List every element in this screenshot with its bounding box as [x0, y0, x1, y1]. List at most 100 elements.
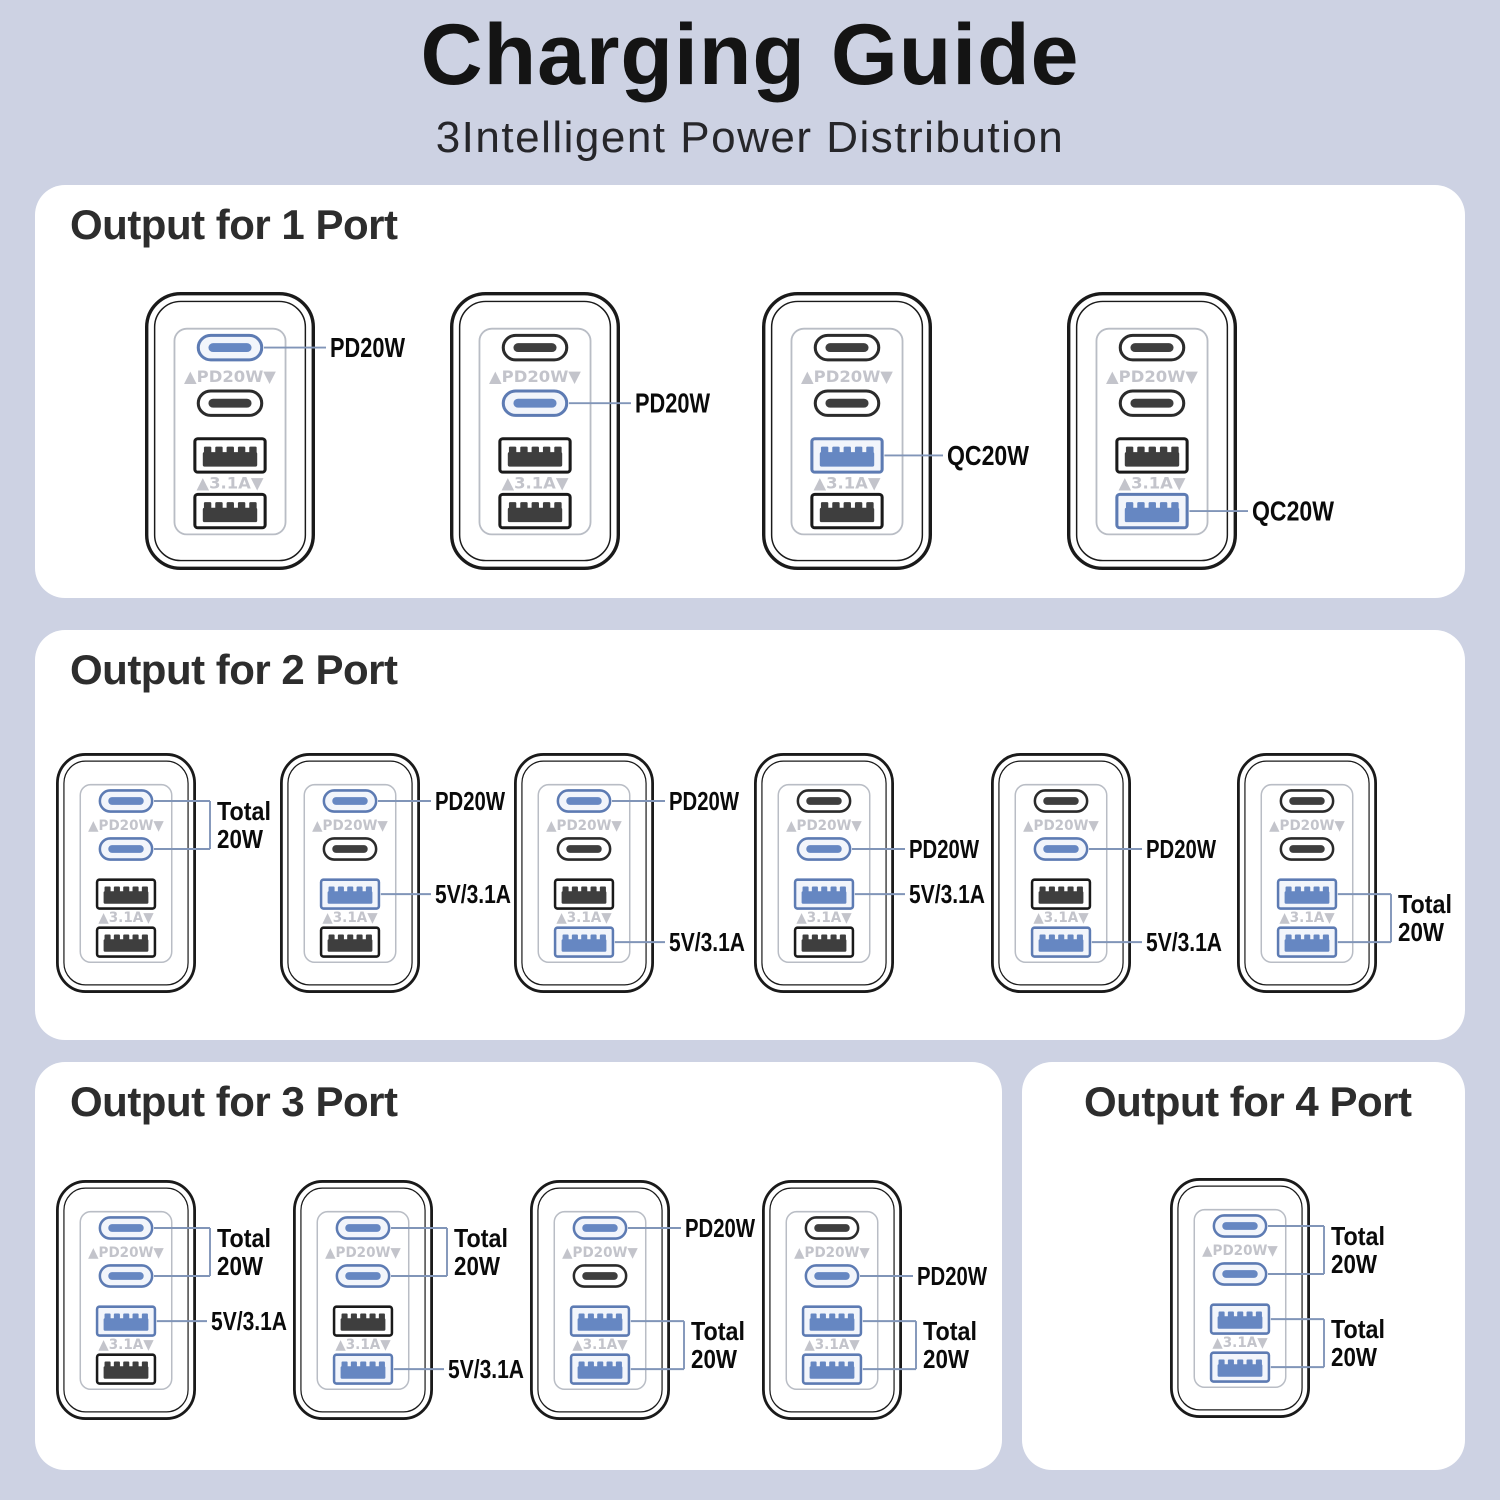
usba-group-label: ▲3.1A▼	[98, 910, 154, 926]
usb-a-port-1-pin	[866, 446, 874, 454]
usb-a-port-2-pin	[141, 1361, 148, 1368]
usb-a-port-2-pin	[123, 934, 130, 941]
charger-inner-outline	[521, 760, 647, 986]
usb-a-port-1-pin	[520, 446, 528, 454]
usb-a-port-1-pin	[819, 1313, 826, 1320]
charger: ▲PD20W▼▲3.1A▼	[762, 1180, 903, 1421]
charger-inner-outline	[998, 760, 1124, 986]
charger: ▲PD20W▼▲3.1A▼	[514, 753, 655, 994]
usb-a-port-1-pin	[1171, 446, 1179, 454]
usbc-group-label: ▲PD20W▼	[562, 1245, 638, 1261]
usb-a-port-2-pin	[104, 1361, 111, 1368]
usb-a-port-1-pin	[1039, 886, 1046, 893]
usb-a-port-1-pin	[531, 446, 539, 454]
usb-c-port-1-pin	[806, 797, 842, 805]
usba-group-label: ▲3.1A▼	[1118, 474, 1186, 493]
charger: ▲PD20W▼ ▲3.1A▼	[530, 1180, 671, 1421]
usb-c-port-1-pin	[566, 797, 602, 805]
usb-c-port-1-pin	[108, 797, 144, 805]
usb-c-port-2-pin	[566, 845, 602, 853]
charger-faceplate	[1193, 1208, 1287, 1389]
usb-a-port-1-pin	[1294, 886, 1301, 893]
callout-bracket	[630, 1320, 685, 1371]
charger-inner-outline	[300, 1187, 426, 1413]
usb-a-port-1-tongue	[327, 891, 373, 904]
usb-a-port-2-pin	[347, 934, 354, 941]
usb-c-port-1-pin	[814, 1224, 850, 1232]
usb-a-port-2-pin	[1237, 1359, 1244, 1366]
usb-c-port-2-pin	[108, 845, 144, 853]
charger-faceplate	[1014, 783, 1108, 964]
usb-a-port-2-pin	[832, 502, 840, 509]
charger-inner-outline	[63, 760, 189, 986]
charger-body	[991, 753, 1132, 994]
usb-a-port-2-pin	[508, 502, 517, 509]
charger-body	[145, 292, 315, 570]
usbc-group-label: ▲PD20W▼	[312, 818, 388, 834]
usb-a-port-2-tongue	[801, 939, 847, 952]
usb-a-port-2-pin	[113, 934, 120, 941]
charger-faceplate	[1095, 327, 1209, 536]
usb-a-port-2-pin	[1285, 934, 1292, 941]
usb-a-port-2-pin	[226, 502, 234, 509]
usb-a-port-1-pin	[838, 1313, 845, 1320]
usb-a-port-2-pin	[802, 934, 809, 941]
usb-c-port-1-pin	[1130, 343, 1174, 353]
charger-faceplate	[790, 327, 904, 536]
usb-a-port-2-pin	[520, 502, 528, 509]
usb-c-port-1-pin	[825, 343, 869, 353]
usb-a-port-1-pin	[1058, 886, 1065, 893]
usb-a-port-1-pin	[578, 1313, 585, 1320]
callout-label: 5V/3.1A	[435, 879, 511, 909]
usb-a-port-2-pin	[369, 1361, 376, 1368]
charger: ▲PD20W▼▲3.1A▼	[991, 753, 1132, 994]
usb-c-port-2-pin	[582, 1272, 618, 1280]
charger-faceplate	[553, 1210, 647, 1391]
charger: ▲PD20W▼▲3.1A▼	[1237, 753, 1378, 994]
callout-label: 20W	[217, 824, 263, 854]
usb-a-port-1-pin	[369, 1313, 376, 1320]
charger: ▲PD20W▼▲3.1A▼	[1067, 292, 1237, 570]
usb-a-port-1-pin	[123, 1313, 130, 1320]
usbc-group-label: ▲PD20W▼	[794, 1245, 870, 1261]
usb-c-port-1-pin	[108, 1224, 144, 1232]
callout-label: 20W	[454, 1251, 500, 1281]
usb-c-port-2-pin	[814, 1272, 850, 1280]
usb-a-port-2-pin	[854, 502, 863, 509]
usb-a-port-1-pin	[104, 886, 111, 893]
usb-a-port-1-pin	[554, 446, 562, 454]
usb-a-port-2-pin	[1159, 502, 1168, 509]
panel-header: Output for 2 Port	[70, 646, 398, 693]
usb-a-port-2-pin	[615, 1361, 622, 1368]
usb-a-port-2-pin	[821, 934, 828, 941]
panel-header: Output for 1 Port	[70, 201, 398, 248]
callout-label: Total	[217, 1223, 271, 1253]
usba-group-label: ▲3.1A▼	[1279, 910, 1335, 926]
callout-label: Total	[691, 1316, 745, 1346]
usb-a-port-1-pin	[328, 886, 335, 893]
usb-a-port-1-pin	[365, 886, 372, 893]
charger-body	[56, 753, 197, 994]
panel-header: Output for 3 Port	[70, 1078, 398, 1125]
callout-bracket	[154, 1227, 211, 1277]
usb-c-port-2-pin	[1130, 398, 1174, 408]
usb-a-port-1-pin	[581, 886, 588, 893]
usb-a-port-1-pin	[1137, 446, 1145, 454]
usba-group-label: ▲3.1A▼	[572, 1337, 628, 1353]
panel-output-2-port: Output for 2 Port ▲PD20W▼▲3.1A▼▲PD20W▼▲3…	[35, 630, 1465, 1040]
usb-a-port-1-pin	[571, 886, 578, 893]
usb-a-port-2-tongue	[103, 939, 149, 952]
usb-a-port-1-pin	[802, 886, 809, 893]
panel-output-3-port: Output for 3 Port ▲PD20W▼▲3.1A▼▲PD20W▼▲3…	[35, 1062, 1002, 1470]
usba-group-label: ▲3.1A▼	[1212, 1335, 1268, 1351]
charger: ▲PD20W▼▲3.1A▼	[754, 753, 895, 994]
usbc-group-label: ▲PD20W▼	[88, 1245, 164, 1261]
usb-a-port-2-pin	[365, 934, 372, 941]
charger-faceplate	[303, 783, 397, 964]
usb-a-port-1-pin	[830, 886, 837, 893]
usb-a-port-1-pin	[113, 1313, 120, 1320]
charger-inner-outline	[287, 760, 413, 986]
usb-a-port-1-pin	[562, 886, 569, 893]
usb-a-port-1-pin	[542, 446, 551, 454]
usb-a-port-1-pin	[597, 1313, 604, 1320]
